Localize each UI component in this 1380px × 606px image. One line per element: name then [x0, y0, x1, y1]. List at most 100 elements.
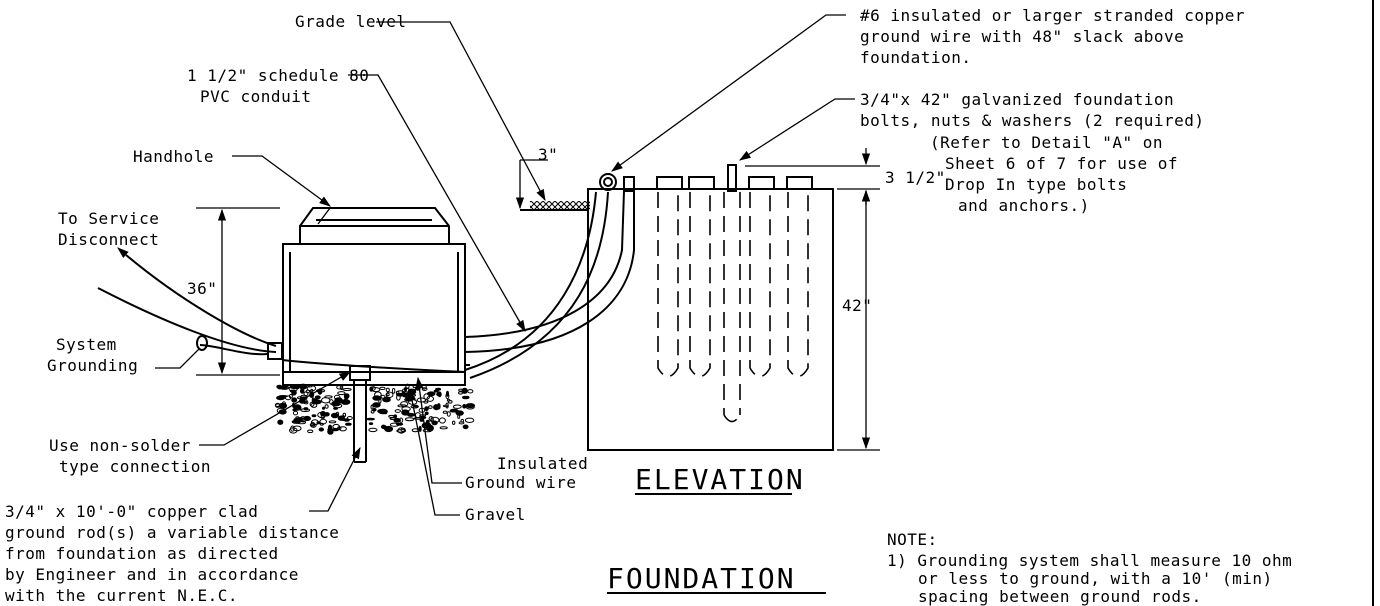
gravel-stone — [278, 402, 288, 409]
gravel-stone — [385, 387, 390, 393]
gravel-stone — [424, 406, 429, 412]
rod-label-2: ground rod(s) a variable distance — [5, 523, 339, 542]
insulated-label-1: Insulated — [497, 454, 588, 473]
dimension-3-5 — [745, 148, 880, 205]
gravel-stone — [305, 389, 310, 394]
gravel-stone — [293, 404, 302, 411]
bolts-label-2: bolts, nuts & washers (2 required) — [860, 111, 1205, 130]
gravel-stone — [366, 417, 375, 421]
gravel-stone — [310, 423, 317, 428]
gravel-stone — [457, 414, 461, 419]
gravel-stone — [452, 420, 456, 425]
gravel-stone — [339, 384, 344, 391]
gravel-stone — [274, 402, 281, 408]
gravel-stone — [291, 397, 298, 403]
gravel-stone — [372, 395, 382, 401]
gravel-stone — [418, 425, 422, 432]
gravel-stone — [372, 408, 377, 412]
gravel-stone — [309, 401, 315, 407]
gravel-stone — [424, 411, 429, 416]
gravel-stone — [462, 395, 470, 400]
service-label-2: Disconnect — [58, 230, 159, 249]
dimension-3 — [515, 159, 548, 210]
gravel-stone — [445, 392, 450, 400]
handhole — [282, 207, 466, 386]
gravel-stone — [278, 409, 287, 415]
gravel-stone — [279, 385, 290, 390]
gravel-stone — [319, 418, 328, 425]
gravel-stone — [421, 387, 428, 392]
bolts-label-1: 3/4"x 42" galvanized foundation — [860, 90, 1174, 109]
refer-label-4: and anchors.) — [958, 196, 1090, 215]
gravel-stone — [288, 393, 293, 399]
gravel-stone — [391, 388, 396, 394]
ground-rod — [349, 365, 371, 463]
gravel-stone — [397, 404, 407, 408]
gravel-stone — [345, 422, 352, 426]
gravel-stone — [369, 386, 374, 392]
gravel-stone — [396, 429, 407, 433]
gravel-stone — [346, 416, 353, 420]
refer-label-2: Sheet 6 of 7 for use of — [945, 154, 1178, 173]
gravel-stone — [413, 404, 419, 408]
gravel-bed — [274, 383, 476, 435]
gravel-stone — [393, 414, 398, 419]
gravel-stone — [370, 410, 375, 414]
insulated-ground-wire — [281, 191, 609, 379]
gravel-stone — [467, 389, 474, 394]
gravel-stone — [426, 395, 435, 402]
refer-label-1: (Refer to Detail "A" on — [930, 133, 1163, 152]
concrete-foundation — [587, 164, 834, 451]
gravel-stone — [292, 425, 302, 432]
gravel-stone — [461, 387, 468, 394]
wire-label-3: foundation. — [860, 48, 971, 67]
dimension-42 — [837, 188, 880, 451]
gravel-stone — [324, 404, 329, 409]
leader-lines — [117, 14, 855, 516]
gravel-stone — [327, 424, 333, 431]
gravel-stone — [277, 419, 284, 425]
gravel-stone — [401, 409, 410, 416]
gravel-stone — [292, 410, 299, 416]
gravel-stone — [300, 388, 305, 394]
foundation-title: FOUNDATION — [607, 562, 796, 595]
dim-36-label: 36" — [187, 279, 217, 298]
gravel-stone — [394, 409, 401, 413]
gravel-stone — [426, 425, 431, 432]
gravel-stone — [333, 407, 339, 410]
gravel-stone — [380, 394, 386, 399]
elevation-title: ELEVATION — [635, 463, 805, 496]
rod-label-4: by Engineer and in accordance — [5, 565, 299, 584]
gravel-stone — [460, 418, 465, 423]
gravel-stone — [296, 417, 304, 421]
gravel-stone — [311, 398, 319, 405]
gravel-stone — [430, 416, 440, 424]
rod-label-1: 3/4" x 10'-0" copper clad — [5, 502, 258, 521]
service-cable — [97, 254, 283, 360]
gravel-stone — [404, 417, 415, 422]
handhole-label: Handhole — [133, 147, 214, 166]
gravel-stone — [442, 410, 448, 414]
gravel-stone — [407, 412, 415, 417]
gravel-stone — [336, 385, 343, 390]
refer-label-3: Drop In type bolts — [945, 175, 1127, 194]
gravel-stone — [397, 427, 406, 434]
gravel-stone — [278, 395, 288, 398]
gravel-stone — [462, 404, 467, 409]
gravel-stone — [385, 391, 394, 398]
gravel-stone — [430, 417, 434, 423]
gravel-stone — [464, 417, 475, 423]
dimension-36 — [196, 207, 280, 376]
gravel-stone — [337, 415, 345, 421]
gravel-stone — [303, 407, 309, 411]
conduit-label-2: PVC conduit — [200, 87, 311, 106]
insulated-label-2: Ground wire — [465, 473, 576, 492]
gravel-label: Gravel — [465, 505, 526, 524]
gravel-stone — [370, 404, 374, 410]
gravel-stone — [291, 419, 301, 424]
gravel-stone — [393, 418, 402, 423]
gravel-stone — [433, 389, 439, 393]
gravel-stone — [307, 429, 314, 434]
gravel-stone — [452, 404, 462, 409]
gravel-stone — [314, 395, 321, 400]
